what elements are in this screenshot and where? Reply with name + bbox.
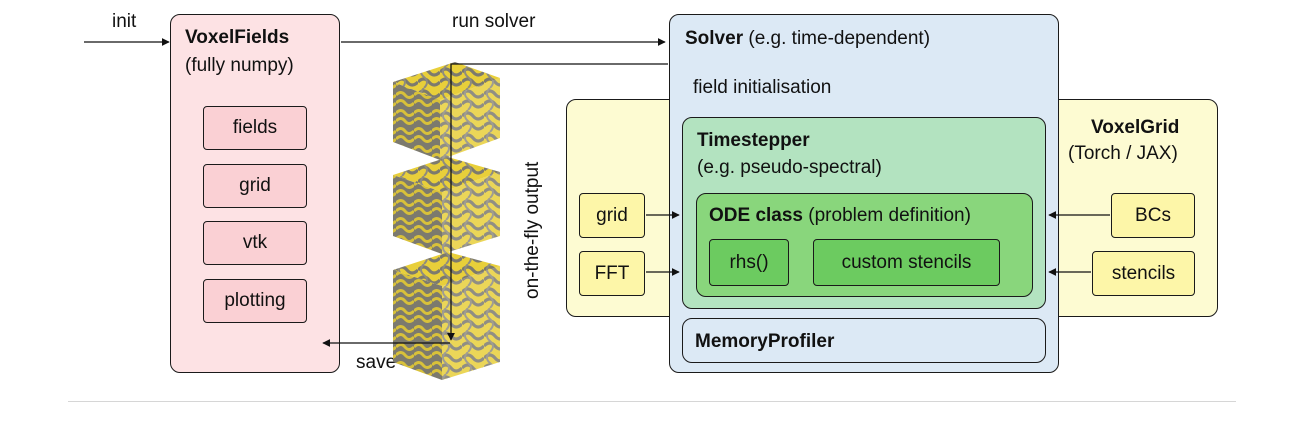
memory-profiler-label: MemoryProfiler — [695, 331, 835, 352]
voxelgrid-stencils-box: stencils — [1092, 251, 1195, 296]
memory-profiler-box — [682, 318, 1046, 363]
voxelgrid-title: VoxelGrid — [1091, 117, 1180, 138]
voxelfields-item-label: fields — [232, 117, 278, 138]
cube-1 — [393, 62, 500, 160]
voxelgrid-bcs-box: BCs — [1111, 193, 1195, 238]
voxelfields-item-label: plotting — [224, 290, 286, 311]
cube-2-top — [393, 157, 500, 192]
solver-title-line: Solver (e.g. time-dependent) — [685, 29, 930, 48]
cube-1-top — [393, 62, 500, 100]
cube-1-right — [440, 78, 500, 160]
ode-title: ODE class — [709, 205, 803, 226]
voxelgrid-fft-box: FFT — [579, 251, 645, 296]
field-initialisation-label: field initialisation — [693, 77, 832, 98]
on-the-fly-output-arrow — [447, 63, 668, 341]
voxelfields-item-label: grid — [239, 175, 271, 196]
voxelgrid-grid-label: grid — [596, 204, 628, 226]
init-label: init — [112, 11, 137, 32]
cube-2-right — [442, 172, 500, 254]
ode-rhs-box: rhs() — [709, 239, 789, 286]
solver-subtitle: (e.g. time-dependent) — [748, 28, 931, 49]
voxelfields-title: VoxelFields — [185, 27, 290, 48]
cube-3-top — [393, 252, 500, 286]
ode-rhs-label: rhs() — [729, 251, 769, 273]
ode-custom-stencils-label: custom stencils — [841, 251, 972, 273]
run-solver-label: run solver — [452, 11, 536, 32]
voxelfields-item-label: vtk — [242, 232, 268, 253]
voxelfields-subtitle: (fully numpy) — [185, 55, 294, 76]
voxelfields-item-plotting: plotting — [203, 279, 307, 323]
voxelgrid-grid-box: grid — [579, 193, 645, 238]
cube-2 — [393, 157, 500, 254]
voxelfields-item-grid: grid — [203, 164, 307, 208]
ode-custom-stencils-box: custom stencils — [813, 239, 1000, 286]
voxelfields-item-fields: fields — [203, 106, 307, 150]
voxelgrid-stencils-label: stencils — [1111, 262, 1176, 284]
cube-3 — [393, 252, 500, 380]
solver-title: Solver — [685, 28, 744, 49]
voxelgrid-fft-label: FFT — [594, 262, 630, 284]
save-label: save — [356, 352, 397, 373]
cube-3-right — [442, 266, 500, 380]
voxelfields-item-vtk: vtk — [203, 221, 307, 265]
timestepper-subtitle: (e.g. pseudo-spectral) — [697, 157, 882, 178]
timestepper-title: Timestepper — [697, 130, 810, 151]
voxelgrid-bcs-label: BCs — [1135, 204, 1171, 226]
cube-1-left — [393, 82, 440, 160]
bottom-divider — [68, 401, 1236, 402]
cube-3-left — [393, 270, 442, 380]
ode-subtitle: (problem definition) — [808, 205, 971, 226]
cube-2-left — [393, 175, 442, 254]
voxelgrid-subtitle: (Torch / JAX) — [1068, 143, 1178, 164]
ode-title-line: ODE class (problem definition) — [709, 206, 971, 225]
